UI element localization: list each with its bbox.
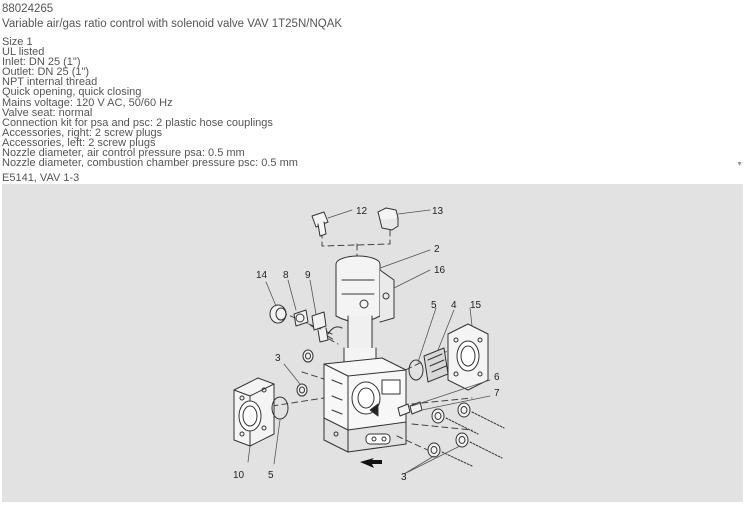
part-2-16-solenoid-coil bbox=[335, 255, 395, 323]
callout-9: 9 bbox=[305, 270, 311, 281]
spec-item: Outlet: DN 25 (1") bbox=[2, 66, 90, 79]
spec-item: Nozzle diameter, combustion chamber pres… bbox=[2, 157, 298, 167]
part-15-flange-right bbox=[447, 323, 489, 391]
spec-item: Nozzle diameter, air control pressure ps… bbox=[2, 147, 245, 160]
exploded-view-svg: 12 13 2 16 14 8 9 5 4 15 3 6 7 10 5 3 bbox=[233, 206, 505, 483]
spec-item: UL listed bbox=[2, 46, 45, 59]
spec-item: Size 1 bbox=[2, 37, 33, 48]
product-title: Variable air/gas ratio control with sole… bbox=[2, 18, 343, 30]
spec-item: Accessories, left: 2 screw plugs bbox=[2, 136, 156, 149]
spec-item: Inlet: DN 25 (1") bbox=[2, 56, 81, 69]
scroll-down-arrow-icon[interactable]: ▼ bbox=[736, 161, 743, 168]
part-6-7-nozzles bbox=[397, 401, 423, 417]
description-scrollbar[interactable]: ▼ bbox=[735, 0, 745, 170]
callout-5-right: 5 bbox=[431, 300, 437, 311]
spec-item: Mains voltage: 120 V AC, 50/60 Hz bbox=[2, 96, 173, 109]
spec-item: Valve seat: normal bbox=[2, 106, 93, 119]
callout-5-left: 5 bbox=[268, 470, 274, 481]
spec-list: Size 1 UL listed Inlet: DN 25 (1") Outle… bbox=[2, 37, 722, 167]
callout-10: 10 bbox=[233, 470, 245, 481]
valve-stem bbox=[343, 315, 377, 363]
part-4-strainer bbox=[423, 347, 449, 383]
part-3-screw-plug-upper bbox=[296, 349, 314, 397]
callout-7: 7 bbox=[494, 388, 500, 399]
article-number: 88024265 bbox=[2, 3, 54, 15]
spec-item: Quick opening, quick closing bbox=[2, 86, 142, 99]
callout-6: 6 bbox=[494, 372, 500, 383]
flow-direction-arrow-icon bbox=[360, 458, 382, 468]
valve-body bbox=[323, 357, 407, 453]
exploded-view-drawing: 12 13 2 16 14 8 9 5 4 15 3 6 7 10 5 3 bbox=[2, 184, 743, 502]
spec-item: Accessories, right: 2 screw plugs bbox=[2, 126, 163, 139]
part-10-flange-left bbox=[233, 377, 275, 447]
callout-12: 12 bbox=[356, 206, 368, 217]
part-12-hose-coupling bbox=[311, 211, 329, 237]
callout-8: 8 bbox=[283, 270, 289, 281]
part-5-o-ring-left bbox=[271, 396, 289, 420]
spec-item: NPT internal thread bbox=[2, 76, 98, 89]
callout-2: 2 bbox=[434, 244, 440, 255]
part-5-o-ring-right bbox=[408, 359, 424, 381]
part-13-hex-nut bbox=[377, 207, 399, 231]
part-3-screws-lower bbox=[427, 402, 505, 467]
figure-caption: E5141, VAV 1-3 bbox=[2, 172, 80, 184]
spec-item: Connection kit for psa and psc: 2 plasti… bbox=[2, 116, 273, 129]
part-8-nipple bbox=[293, 309, 309, 327]
callout-15: 15 bbox=[470, 300, 482, 311]
callout-14: 14 bbox=[256, 270, 268, 281]
callout-4: 4 bbox=[451, 300, 457, 311]
product-description-panel: 88024265 Variable air/gas ratio control … bbox=[0, 0, 745, 184]
part-9-elbow bbox=[311, 311, 343, 343]
part-14-screw-plug bbox=[269, 304, 287, 324]
callout-13: 13 bbox=[432, 206, 444, 217]
callout-3-upper: 3 bbox=[275, 353, 281, 364]
callout-3-lower: 3 bbox=[401, 472, 407, 483]
callout-16: 16 bbox=[434, 265, 446, 276]
